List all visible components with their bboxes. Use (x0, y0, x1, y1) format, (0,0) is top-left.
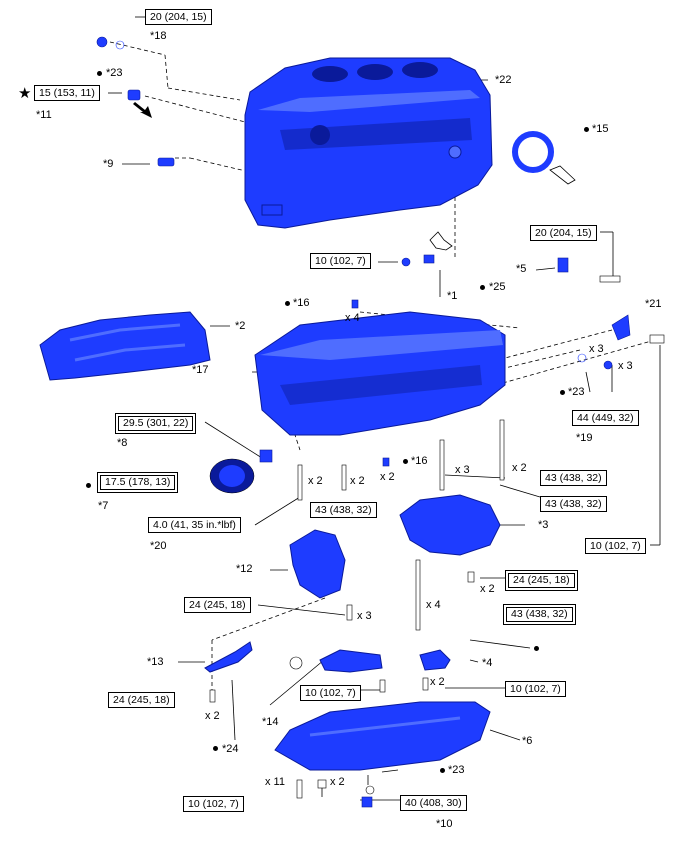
label-22: *22 (495, 74, 512, 86)
label-12: *12 (236, 563, 253, 575)
torque-box-24c: 24 (245, 18) (108, 692, 175, 708)
star-icon: ★ (18, 85, 32, 102)
label-7: *7 (98, 500, 109, 512)
dot-marker (285, 301, 290, 306)
label-3: *3 (538, 519, 549, 531)
lower-crankcase (254, 311, 506, 436)
label-16b: *16 (411, 455, 428, 467)
dot-marker (534, 646, 539, 651)
torque-box-21: 10 (102, 7) (585, 538, 646, 554)
label-2: *2 (235, 320, 246, 332)
qty-label: x 2 (330, 776, 345, 788)
torque-box-5: 20 (204, 15) (530, 225, 597, 241)
torque-box-10: 40 (408, 30) (400, 795, 467, 811)
dot-marker (403, 459, 408, 464)
qty-label: x 2 (480, 583, 495, 595)
label-4: *4 (482, 657, 493, 669)
label-20: *20 (150, 540, 167, 552)
hollow-arrow-2 (549, 165, 576, 185)
torque-box-43a: 43 (438, 32) (540, 470, 607, 486)
dot-marker (440, 768, 445, 773)
water-pump (289, 529, 346, 599)
label-6: *6 (522, 735, 533, 747)
label-10: *10 (436, 818, 453, 830)
label-13: *13 (147, 656, 164, 668)
upper-cylinder-block (244, 57, 493, 229)
torque-box-24b: 24 (245, 18) (184, 597, 251, 613)
baffle-plate (39, 311, 211, 381)
dot-marker (213, 746, 218, 751)
qty-label: x 3 (618, 360, 633, 372)
oil-seal (512, 131, 554, 173)
label-5: *5 (516, 263, 527, 275)
label-8: *8 (117, 437, 128, 449)
label-21: *21 (645, 298, 662, 310)
strainer (319, 649, 383, 673)
label-25: *25 (489, 281, 506, 293)
qty-label: x 2 (350, 475, 365, 487)
solid-arrow (133, 102, 152, 118)
torque-box-14: 10 (102, 7) (300, 685, 361, 701)
qty-label: x 2 (308, 475, 323, 487)
qty-label: x 11 (265, 776, 285, 788)
dot-marker (584, 127, 589, 132)
torque-box-43d: 43 (438, 32) (503, 604, 576, 625)
label-19: *19 (576, 432, 593, 444)
label-1: *1 (447, 290, 458, 302)
qty-label: x 2 (380, 471, 395, 483)
label-18: *18 (150, 30, 167, 42)
label-23b: *23 (568, 386, 585, 398)
dot-marker (97, 71, 102, 76)
label-15: *15 (592, 123, 609, 135)
label-14: *14 (262, 716, 279, 728)
label-17: *17 (192, 364, 209, 376)
oil-pan (274, 701, 491, 771)
dot-marker (560, 390, 565, 395)
label-23c: *23 (448, 764, 465, 776)
qty-label: x 3 (455, 464, 470, 476)
torque-box-18: 20 (204, 15) (145, 9, 212, 25)
torque-box-20: 4.0 (41, 35 in.*lbf) (148, 517, 241, 533)
torque-box-11: 15 (153, 11) (34, 85, 100, 101)
oil-pump (399, 494, 501, 556)
dot-marker (480, 285, 485, 290)
qty-label: x 3 (357, 610, 372, 622)
torque-box-7: 17.5 (178, 13) (97, 472, 179, 493)
label-16a: *16 (293, 297, 310, 309)
torque-box-24a: 24 (245, 18) (505, 570, 578, 591)
pipe (204, 641, 253, 673)
sensor (419, 649, 451, 671)
torque-box-19: 44 (449, 32) (572, 410, 639, 426)
qty-label: x 4 (426, 599, 441, 611)
hollow-arrow (429, 231, 453, 251)
torque-box-4: 10 (102, 7) (505, 681, 566, 697)
qty-label: x 2 (512, 462, 527, 474)
torque-box-6: 10 (102, 7) (183, 796, 244, 812)
torque-box-43b: 43 (438, 32) (310, 502, 377, 518)
qty-label: x 3 (589, 343, 604, 355)
qty-label: x 4 (345, 312, 360, 324)
label-11: *11 (36, 109, 52, 121)
dot-marker (86, 483, 91, 488)
qty-label: x 2 (205, 710, 220, 722)
torque-box-43c: 43 (438, 32) (540, 496, 607, 512)
small-parts (96, 36, 665, 808)
label-23a: *23 (106, 67, 123, 79)
label-24: *24 (222, 743, 239, 755)
label-9: *9 (103, 158, 114, 170)
torque-box-1: 10 (102, 7) (310, 253, 371, 269)
torque-box-8: 29.5 (301, 22) (115, 413, 197, 434)
qty-label: x 2 (430, 676, 445, 688)
